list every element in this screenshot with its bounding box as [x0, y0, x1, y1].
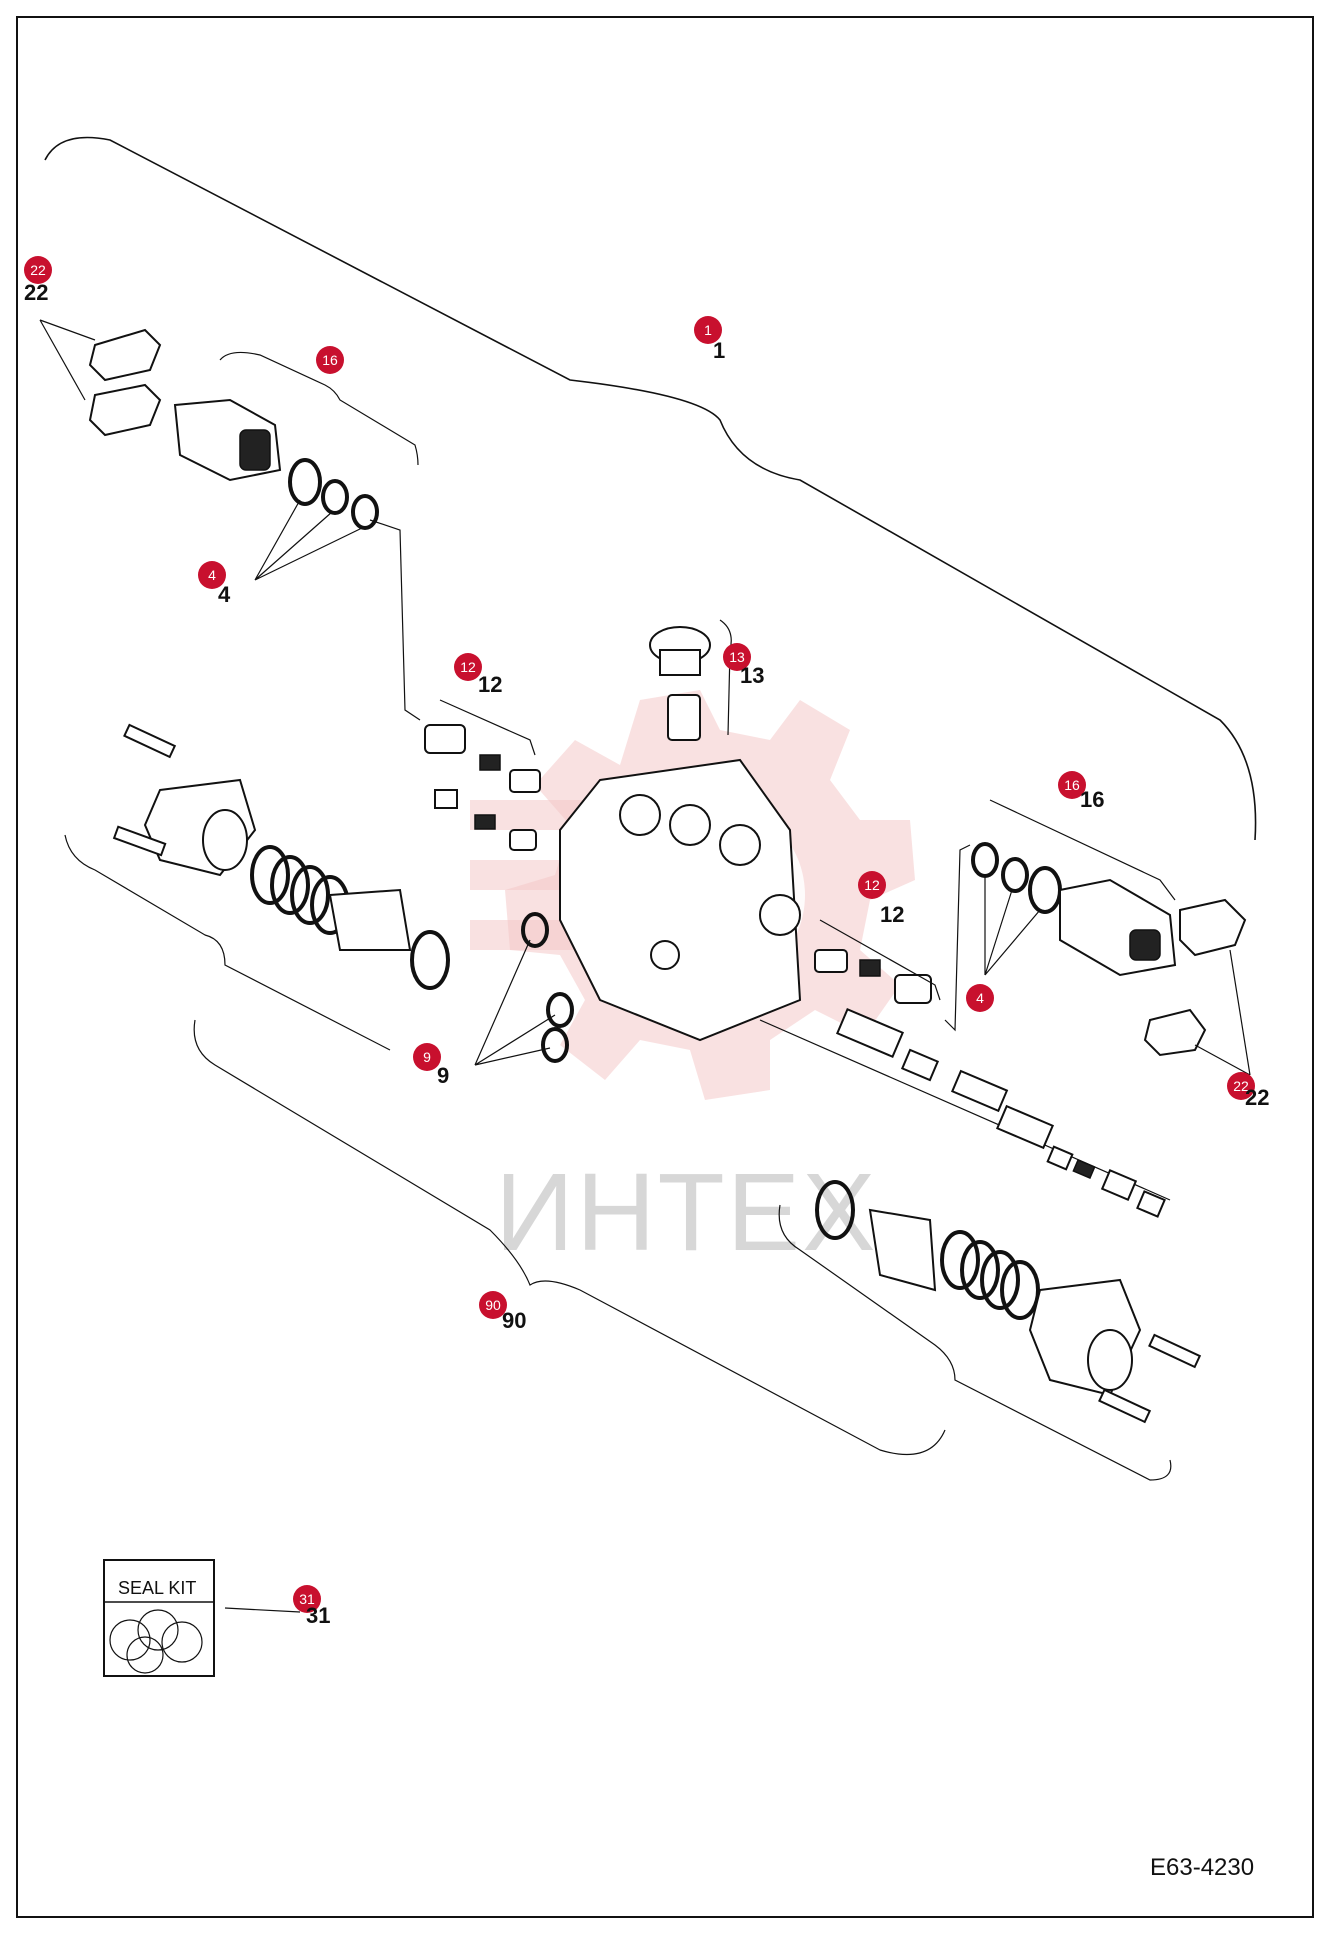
callout-label: 13 — [740, 663, 764, 688]
callout-label: 22 — [1245, 1085, 1269, 1110]
oring-4-right-a — [971, 842, 999, 878]
valve-body — [559, 758, 802, 1042]
callout-badge-text: 22 — [30, 262, 46, 278]
callout-badge-text: 31 — [299, 1591, 315, 1607]
brace-13 — [719, 619, 732, 736]
leader-4-right — [984, 875, 1041, 976]
brace-90-right — [778, 1204, 1172, 1481]
callout-badge-text: 9 — [423, 1049, 431, 1065]
brace-16-left — [219, 351, 419, 466]
callout-31: 31 31 — [293, 1585, 330, 1628]
callout-13: 13 13 — [723, 643, 764, 688]
clamp-top-left — [88, 328, 162, 437]
callout-label: 12 — [880, 902, 904, 927]
oring-large-left — [410, 930, 450, 990]
oring-large-right — [815, 1180, 855, 1240]
callout-label: 16 — [1080, 787, 1104, 812]
dash-line-right — [944, 844, 971, 1032]
oring-4-right-c — [1028, 866, 1062, 914]
callout-badge-text: 90 — [485, 1297, 501, 1313]
dash-line-left — [369, 519, 421, 721]
brace-16-right — [989, 799, 1176, 901]
callout-badge-text: 16 — [322, 352, 338, 368]
relief-valve-right — [1059, 878, 1177, 977]
callout-badge-text: 16 — [1064, 777, 1080, 793]
check-valve-left — [424, 724, 541, 851]
relief-valve-left — [173, 398, 282, 482]
callout-badge-text: 4 — [976, 990, 984, 1006]
spool — [835, 1008, 1166, 1218]
brace-assembly-1 — [44, 136, 1257, 841]
callout-label: 12 — [478, 672, 502, 697]
callout-12-right: 12 12 — [858, 871, 904, 927]
plug-13 — [649, 626, 711, 741]
oring-4-right-b — [1001, 857, 1029, 893]
oring-4-left-a — [288, 458, 322, 506]
leader-22-left — [39, 319, 96, 401]
callout-label: 9 — [437, 1063, 449, 1088]
drawing-code: E63-4230 — [1150, 1854, 1254, 1881]
watermark-text: ИНТЕХ — [495, 1151, 877, 1274]
check-valve-right — [814, 949, 932, 1004]
brace-90 — [193, 1019, 946, 1456]
oring-9-a — [521, 912, 549, 948]
callout-badge-text: 13 — [729, 649, 745, 665]
callout-12-left: 12 12 — [454, 653, 502, 697]
callout-badge — [24, 256, 52, 284]
callout-badge-text: 12 — [460, 659, 476, 675]
spool-axis — [759, 1019, 1171, 1201]
callout-9: 9 9 — [413, 1043, 449, 1088]
oring-4-left-c — [351, 494, 379, 530]
callout-label: 90 — [502, 1308, 526, 1333]
leader-22-right — [1194, 949, 1251, 1076]
callout-label: 22 — [24, 280, 48, 305]
end-cap-right — [1028, 1278, 1202, 1424]
leader-9 — [474, 939, 556, 1066]
callout-4-right: 4 — [966, 984, 994, 1012]
callout-90: 90 90 — [479, 1291, 526, 1333]
callout-badge-text: 22 — [1233, 1078, 1249, 1094]
oring-9-b — [546, 992, 574, 1028]
end-cap-left — [112, 723, 257, 877]
callout-22-top-left: 22 22 — [24, 256, 52, 305]
callout-label: 1 — [713, 338, 725, 363]
brace-12-left — [439, 699, 536, 756]
spring-right — [940, 1230, 1040, 1320]
spring-seat-left — [328, 888, 412, 951]
spring-seat-right — [868, 1208, 937, 1292]
brace-12-right — [819, 919, 941, 1001]
callout-badge-text: 1 — [704, 322, 712, 338]
callout-label: 31 — [306, 1603, 330, 1628]
callout-16-left: 16 — [316, 346, 344, 374]
callout-label: 4 — [218, 582, 231, 607]
oring-9-c — [541, 1027, 569, 1063]
callout-badge-text: 12 — [864, 877, 880, 893]
brace-9 — [64, 834, 391, 1051]
callout-badge-text: 4 — [208, 567, 216, 583]
callout-1: 1 1 — [694, 316, 725, 363]
callout-16-right: 16 16 — [1058, 771, 1104, 812]
seal-kit-label: SEAL KIT — [118, 1578, 196, 1598]
leader-4-left — [254, 499, 363, 581]
leader-31 — [224, 1607, 301, 1613]
oring-4-left-b — [321, 479, 349, 515]
clamp-right — [1143, 898, 1247, 1057]
drawing-frame — [16, 16, 1314, 1918]
seal-kit-box — [103, 1559, 215, 1677]
callout-4-left: 4 4 — [198, 561, 231, 607]
callout-22-right: 22 22 — [1227, 1072, 1269, 1110]
